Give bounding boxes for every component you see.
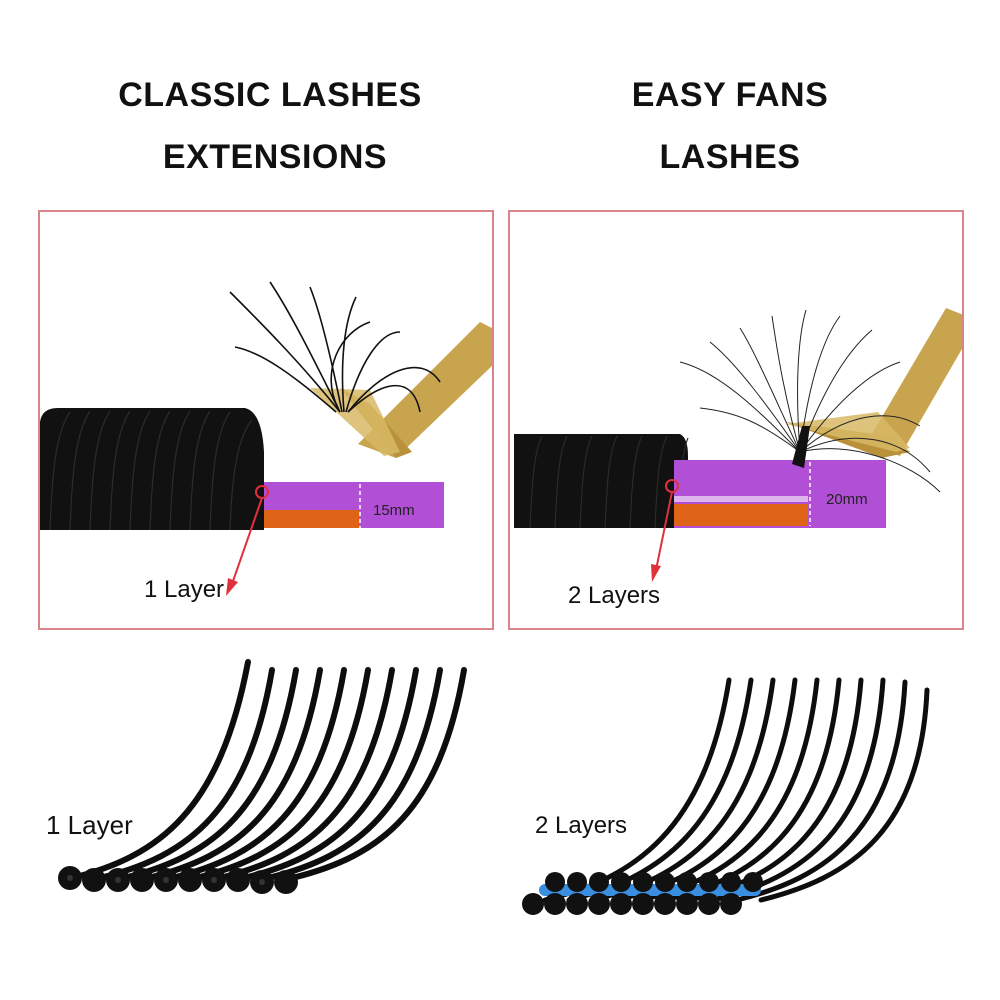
gold-tweezer: [786, 308, 962, 458]
strip-length-label: 20mm: [826, 491, 868, 508]
lash-base-dots-lower: [522, 893, 742, 915]
easy-fans-photo: 20mm: [514, 308, 962, 582]
orange-glue-strip: [674, 504, 808, 526]
single-layer-lash-illustration: [58, 659, 467, 894]
right-title-line1: EASY FANS: [631, 76, 829, 114]
lash-strip: [40, 407, 264, 531]
lash-strip: [514, 434, 689, 529]
classic-lashes-photo: 15mm: [40, 281, 492, 596]
right-panel-layer-label: 2 Layers: [568, 582, 661, 609]
right-title-line2: LASHES: [659, 138, 801, 176]
left-title-line2: EXTENSIONS: [162, 138, 388, 176]
strip-length-label: 15mm: [373, 502, 415, 519]
double-layer-lash-illustration: [522, 677, 930, 915]
lash-fan: [679, 309, 941, 493]
bottom-left-layer-label: 1 Layer: [46, 810, 133, 840]
lash-base-dots-upper: [545, 872, 763, 892]
lash-curves: [542, 677, 930, 903]
fan-base: [792, 426, 810, 468]
bottom-right-layer-label: 2 Layers: [535, 812, 628, 839]
left-title-line1: CLASSIC LASHES: [118, 76, 422, 114]
easy-fans-photo-panel: 20mm 2 Layers: [508, 210, 964, 630]
lash-curves: [69, 659, 467, 881]
left-panel-layer-label: 1 Layer: [144, 576, 225, 603]
orange-glue-strip: [264, 510, 360, 528]
gold-tweezer: [310, 322, 492, 458]
classic-lashes-photo-panel: 15mm 1 Layer: [38, 210, 494, 630]
lash-fan: [229, 281, 441, 413]
